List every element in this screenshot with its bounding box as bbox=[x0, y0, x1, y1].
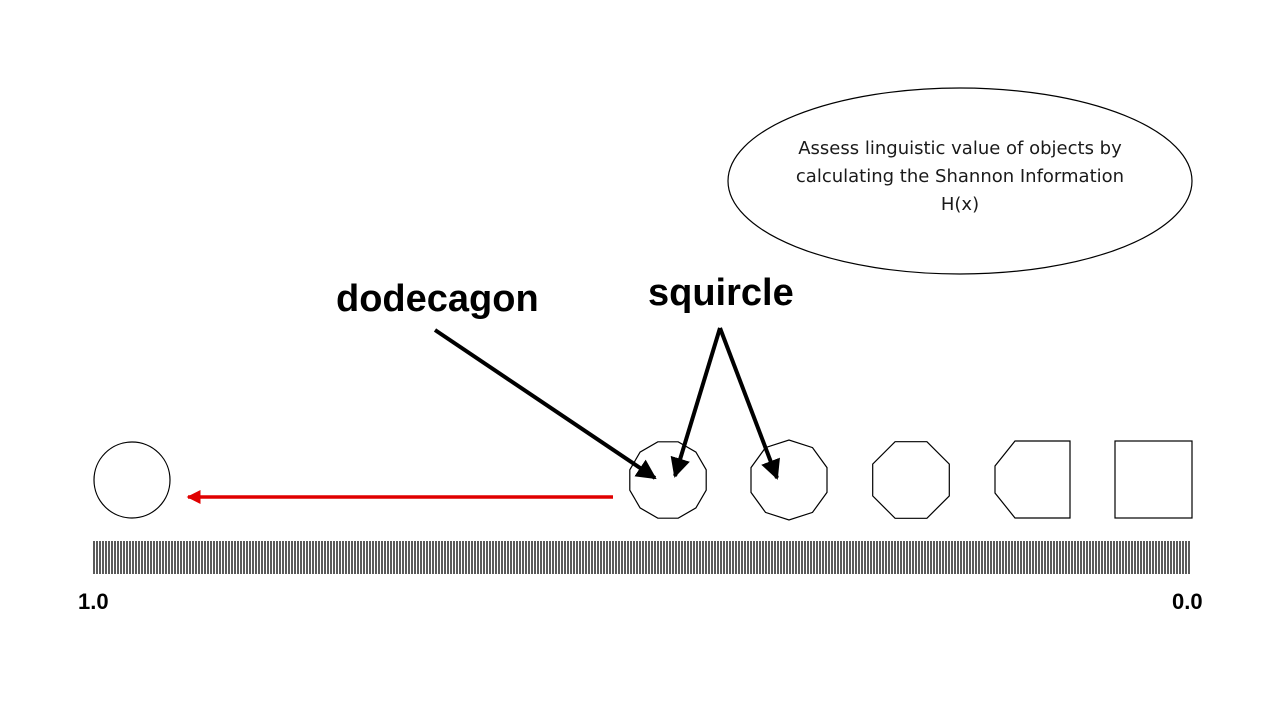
dodecagon-pointer-arrow bbox=[433, 328, 657, 480]
scale-left-value: 1.0 bbox=[78, 589, 109, 614]
callout-line-3: H(x) bbox=[940, 194, 980, 215]
callout-line-1: Assess linguistic value of objects by bbox=[798, 138, 1122, 159]
squircle-label: squircle bbox=[648, 272, 794, 314]
cut-square-shape bbox=[994, 440, 1071, 519]
squircle-pointer-arrow-right bbox=[718, 327, 780, 480]
circle-shape bbox=[93, 441, 171, 519]
square-shape bbox=[1114, 440, 1193, 519]
scale-bar bbox=[93, 541, 1190, 574]
dodecagon-label: dodecagon bbox=[336, 278, 539, 320]
squircle-pointer-arrow-left bbox=[670, 327, 722, 478]
callout-text: Assess linguistic value of objects by ca… bbox=[760, 135, 1160, 219]
octagon-shape bbox=[872, 441, 950, 519]
callout-ellipse bbox=[727, 87, 1193, 275]
callout-line-2: calculating the Shannon Information bbox=[795, 166, 1125, 187]
dodecagon-shape bbox=[629, 441, 707, 519]
squircle-shape bbox=[750, 439, 828, 521]
scale-right-value: 0.0 bbox=[1172, 589, 1203, 614]
